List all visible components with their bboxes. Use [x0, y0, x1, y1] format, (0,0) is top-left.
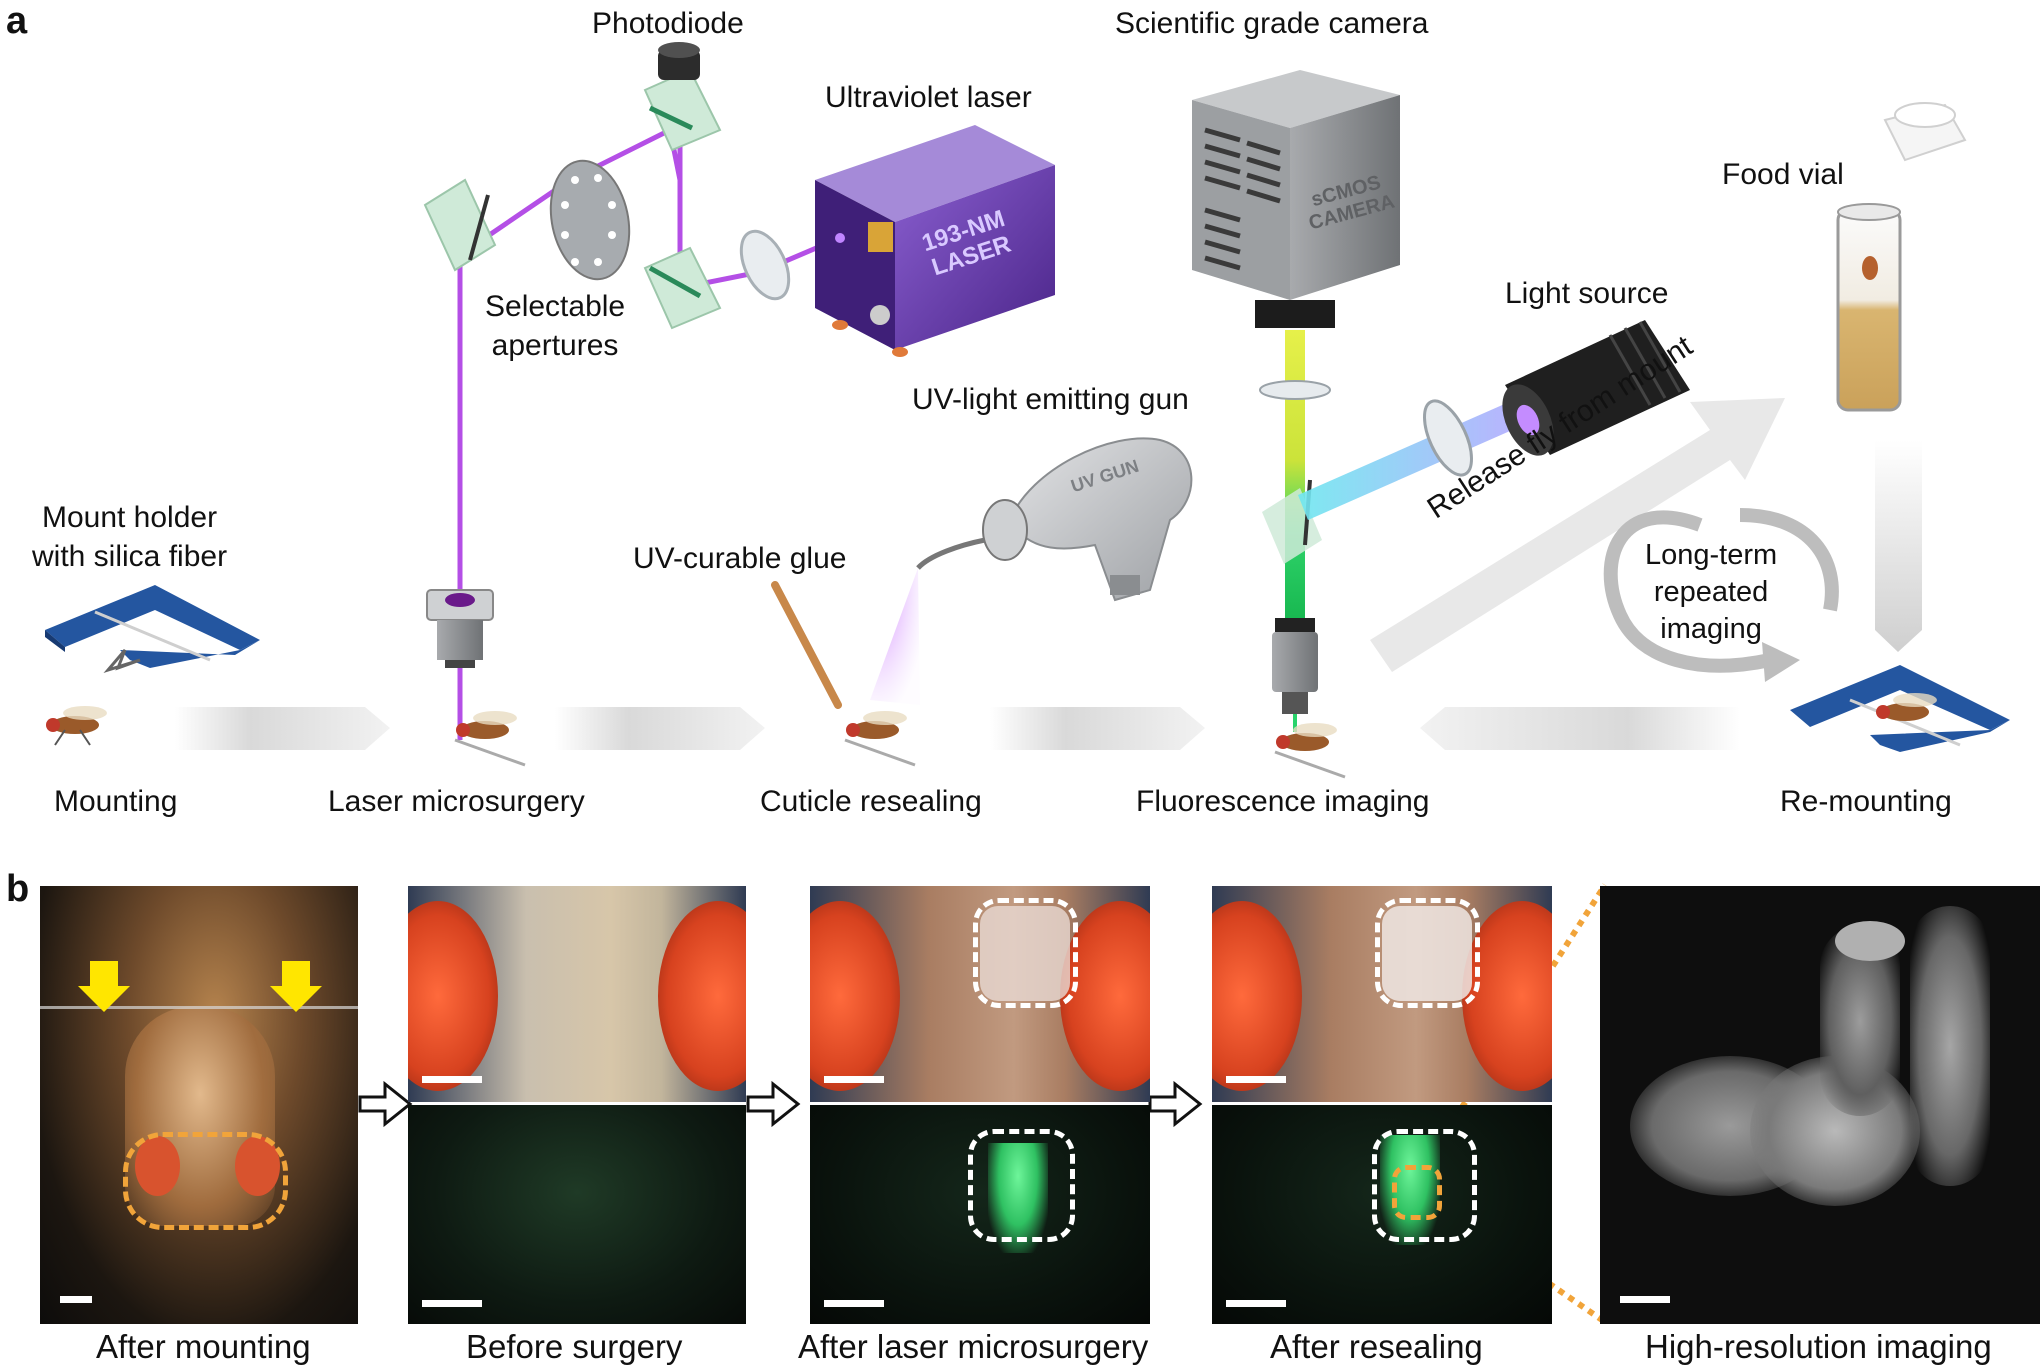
laser-lens — [739, 229, 791, 301]
image-after-resealing-fluor — [1212, 1105, 1552, 1324]
yellow-arrow-left — [78, 961, 130, 1012]
label-mount-holder: Mount holder with silica fiber — [32, 501, 228, 573]
label-food-vial: Food vial — [1722, 158, 1844, 191]
scale-bar — [1226, 1076, 1286, 1083]
long-term-loop-arrow — [1603, 510, 1772, 673]
label-selectable-apertures: Selectable apertures — [485, 290, 626, 362]
image-before-surgery-fluor — [408, 1105, 746, 1324]
image-after-microsurgery-fluor — [810, 1105, 1150, 1324]
white-roi-box — [1372, 1129, 1477, 1242]
label-light-source: Light source — [1505, 277, 1669, 310]
imaging-objective — [1272, 618, 1318, 732]
yellow-arrow-right — [270, 961, 322, 1012]
scale-bar — [824, 1300, 884, 1307]
caption-after-mounting: After mounting — [96, 1328, 311, 1365]
caption-before-surgery: Before surgery — [466, 1328, 683, 1365]
label-long-term: Long-term repeated imaging — [1645, 539, 1778, 646]
image-before-surgery-bright — [408, 886, 746, 1102]
food-vial — [1836, 102, 1967, 412]
step-mounting: Mounting — [54, 785, 178, 818]
fluorescence-beam — [1285, 330, 1305, 620]
step-re-mounting: Re-mounting — [1780, 785, 1952, 818]
white-roi-box — [1375, 898, 1480, 1008]
white-roi-box — [973, 898, 1078, 1008]
image-high-resolution — [1600, 886, 2040, 1324]
step-cuticle-resealing: Cuticle resealing — [760, 785, 982, 818]
light-source-device — [1502, 320, 1690, 456]
orange-roi-box — [123, 1132, 288, 1230]
uv-gun-device — [916, 437, 1193, 602]
step-fluorescence-imaging: Fluorescence imaging — [1136, 785, 1430, 818]
microsurgery-objective — [426, 589, 494, 668]
flies — [46, 693, 1937, 779]
scale-bar — [1620, 1296, 1670, 1303]
scmos-camera — [1192, 70, 1400, 328]
caption-after-laser-microsurgery: After laser microsurgery — [798, 1328, 1149, 1365]
panel-letter-b: b — [6, 868, 30, 910]
scale-bar — [1226, 1300, 1286, 1307]
label-photodiode: Photodiode — [592, 7, 744, 40]
flow-arrows — [175, 398, 1922, 750]
glue-applicator — [771, 581, 842, 709]
mount-holder-left — [45, 585, 260, 673]
scale-bar — [422, 1076, 482, 1083]
image-after-resealing-bright — [1212, 886, 1552, 1102]
mirrors — [423, 68, 722, 330]
laser-beam-path — [457, 85, 836, 740]
panel-letter-a: a — [6, 0, 28, 42]
uv-spray — [870, 568, 920, 705]
label-uv-gun: UV-light emitting gun — [912, 383, 1189, 416]
mount-holder-right — [1790, 665, 2010, 752]
caption-after-resealing: After resealing — [1270, 1328, 1483, 1365]
label-uv-glue: UV-curable glue — [633, 542, 847, 575]
label-uv-laser: Ultraviolet laser — [825, 81, 1032, 114]
scale-bar — [60, 1296, 92, 1303]
step-laser-microsurgery: Laser microsurgery — [328, 785, 585, 818]
orange-zoom-box — [1392, 1165, 1442, 1220]
aperture-wheel — [549, 159, 631, 281]
photodiode-device — [658, 42, 700, 80]
scale-bar — [422, 1300, 482, 1307]
scale-bar — [824, 1076, 884, 1083]
image-after-mounting — [40, 886, 358, 1324]
label-camera: Scientific grade camera — [1115, 7, 1429, 40]
excitation-beam — [1298, 395, 1535, 520]
white-roi-box — [968, 1129, 1075, 1242]
caption-high-resolution-imaging: High-resolution imaging — [1645, 1328, 1992, 1365]
uv-laser-box — [815, 125, 1055, 357]
image-after-microsurgery-bright — [810, 886, 1150, 1102]
